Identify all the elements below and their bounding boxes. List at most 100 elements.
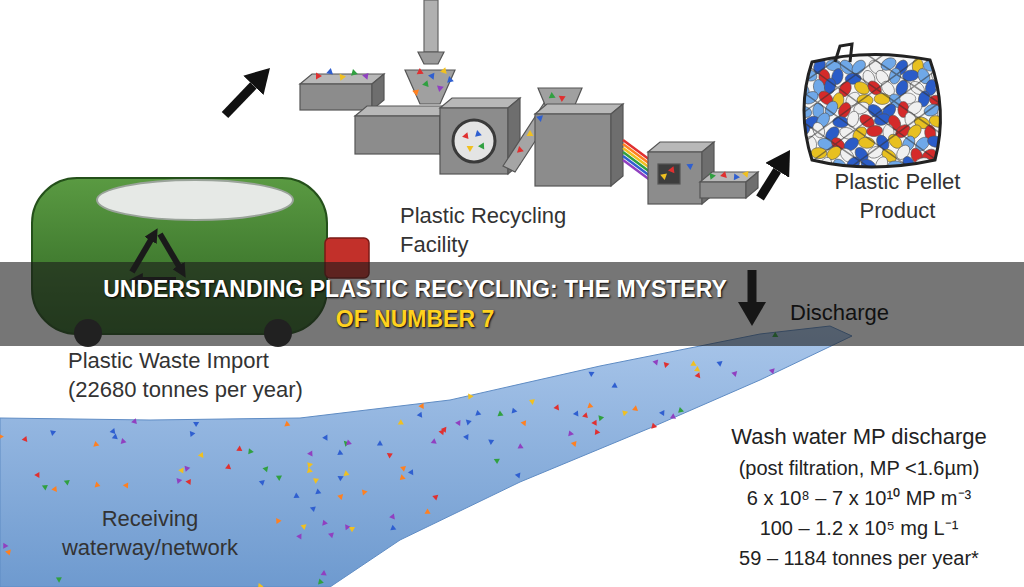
microplastic [236, 446, 242, 452]
microplastic [307, 462, 313, 468]
microplastic [494, 459, 500, 464]
microplastic [185, 479, 191, 485]
microplastic [573, 411, 579, 417]
microplastic [318, 579, 324, 585]
microplastic [51, 486, 57, 492]
microplastic [284, 421, 290, 427]
microplastic [568, 430, 574, 436]
pellet [926, 134, 944, 148]
machine-front [535, 114, 611, 186]
microplastic [582, 412, 588, 418]
microplastic [338, 476, 344, 481]
microplastic [632, 405, 638, 411]
microplastic [258, 583, 264, 587]
microplastic [121, 438, 127, 444]
stream-line [623, 156, 650, 176]
recycling-facility: Plastic Recycling Facility [270, 5, 760, 270]
microplastic [112, 434, 118, 440]
microplastic [322, 520, 328, 526]
microplastic [349, 527, 355, 532]
microplastic [591, 420, 596, 426]
plastic-fragment [440, 67, 447, 74]
microplastic [398, 419, 404, 424]
plastic-fragment [517, 146, 524, 153]
microplastic [321, 570, 327, 576]
discharge-notes: Wash water MP discharge(post filtration,… [700, 420, 1018, 573]
microplastic [328, 532, 334, 538]
note-text: 59 – 1184 tonnes per year* [700, 543, 1018, 573]
microplastic [595, 429, 601, 435]
bag-mesh [800, 50, 950, 175]
microplastic [225, 464, 231, 470]
microplastic [110, 428, 116, 434]
microplastic [690, 360, 696, 365]
plastic-fragment [660, 173, 667, 180]
machine-front [355, 116, 440, 154]
microplastic [598, 415, 604, 421]
pellet [845, 110, 860, 129]
microplastic [455, 420, 460, 426]
machine-side [611, 104, 623, 186]
microplastic [42, 485, 48, 491]
microplastic [670, 413, 676, 418]
microplastic [5, 550, 11, 556]
microplastic [3, 543, 8, 549]
microplastic [315, 489, 321, 495]
plastic-fragment [710, 173, 716, 180]
plastic-fragment [536, 115, 543, 122]
microplastic [389, 514, 395, 520]
pellet-bag: Plastic Pellet Product [790, 40, 990, 235]
bag-knot [835, 44, 852, 62]
plastic-fragment [417, 68, 424, 74]
microplastic [301, 524, 307, 530]
plastic-fragment [527, 130, 534, 136]
pellet [858, 137, 875, 149]
microplastic [276, 518, 282, 524]
note-text: Wash water MP discharge [700, 420, 1018, 453]
pellet [874, 93, 890, 105]
microplastic [310, 506, 316, 512]
microplastic [276, 475, 282, 481]
microplastic [387, 453, 393, 458]
plastic-fragment [316, 73, 322, 80]
nozzle [418, 52, 444, 64]
microplastic [659, 410, 664, 416]
plastic-fragment [326, 68, 333, 75]
microplastic [488, 440, 494, 446]
microplastic [529, 399, 535, 405]
microplastic [463, 434, 468, 440]
node-label: Plastic Pellet Product [810, 168, 985, 225]
plastic-fragment [742, 171, 748, 178]
plastic-fragment [351, 69, 358, 76]
machine-front [700, 182, 746, 198]
microplastic [193, 422, 199, 427]
microplastic [95, 482, 101, 488]
microplastic [337, 494, 343, 500]
microplastic [651, 423, 657, 429]
machine-side [746, 172, 758, 198]
microplastic [475, 410, 481, 416]
microplastic [431, 438, 437, 444]
microplastic [322, 435, 327, 441]
note-text: 100 – 1.2 x 10⁵ mg L⁻¹ [700, 513, 1018, 543]
feed-pipe [424, 0, 438, 52]
machine-front [648, 152, 702, 204]
microplastic [294, 493, 300, 498]
microplastic [307, 450, 312, 456]
plastic-fragment [428, 73, 434, 80]
plastic-fragment [422, 80, 429, 87]
microplastic [731, 371, 737, 377]
microplastic [377, 440, 383, 445]
plastic-fragments [316, 67, 749, 180]
microplastic [769, 368, 775, 374]
microplastic [589, 372, 595, 377]
microplastic [34, 472, 39, 478]
microplastic [259, 480, 265, 486]
pellet [934, 58, 953, 77]
microplastic [390, 525, 396, 531]
machine-front [300, 84, 372, 110]
machine-side [372, 74, 384, 110]
plastic-fragment [734, 173, 740, 180]
microplastic [512, 408, 518, 414]
